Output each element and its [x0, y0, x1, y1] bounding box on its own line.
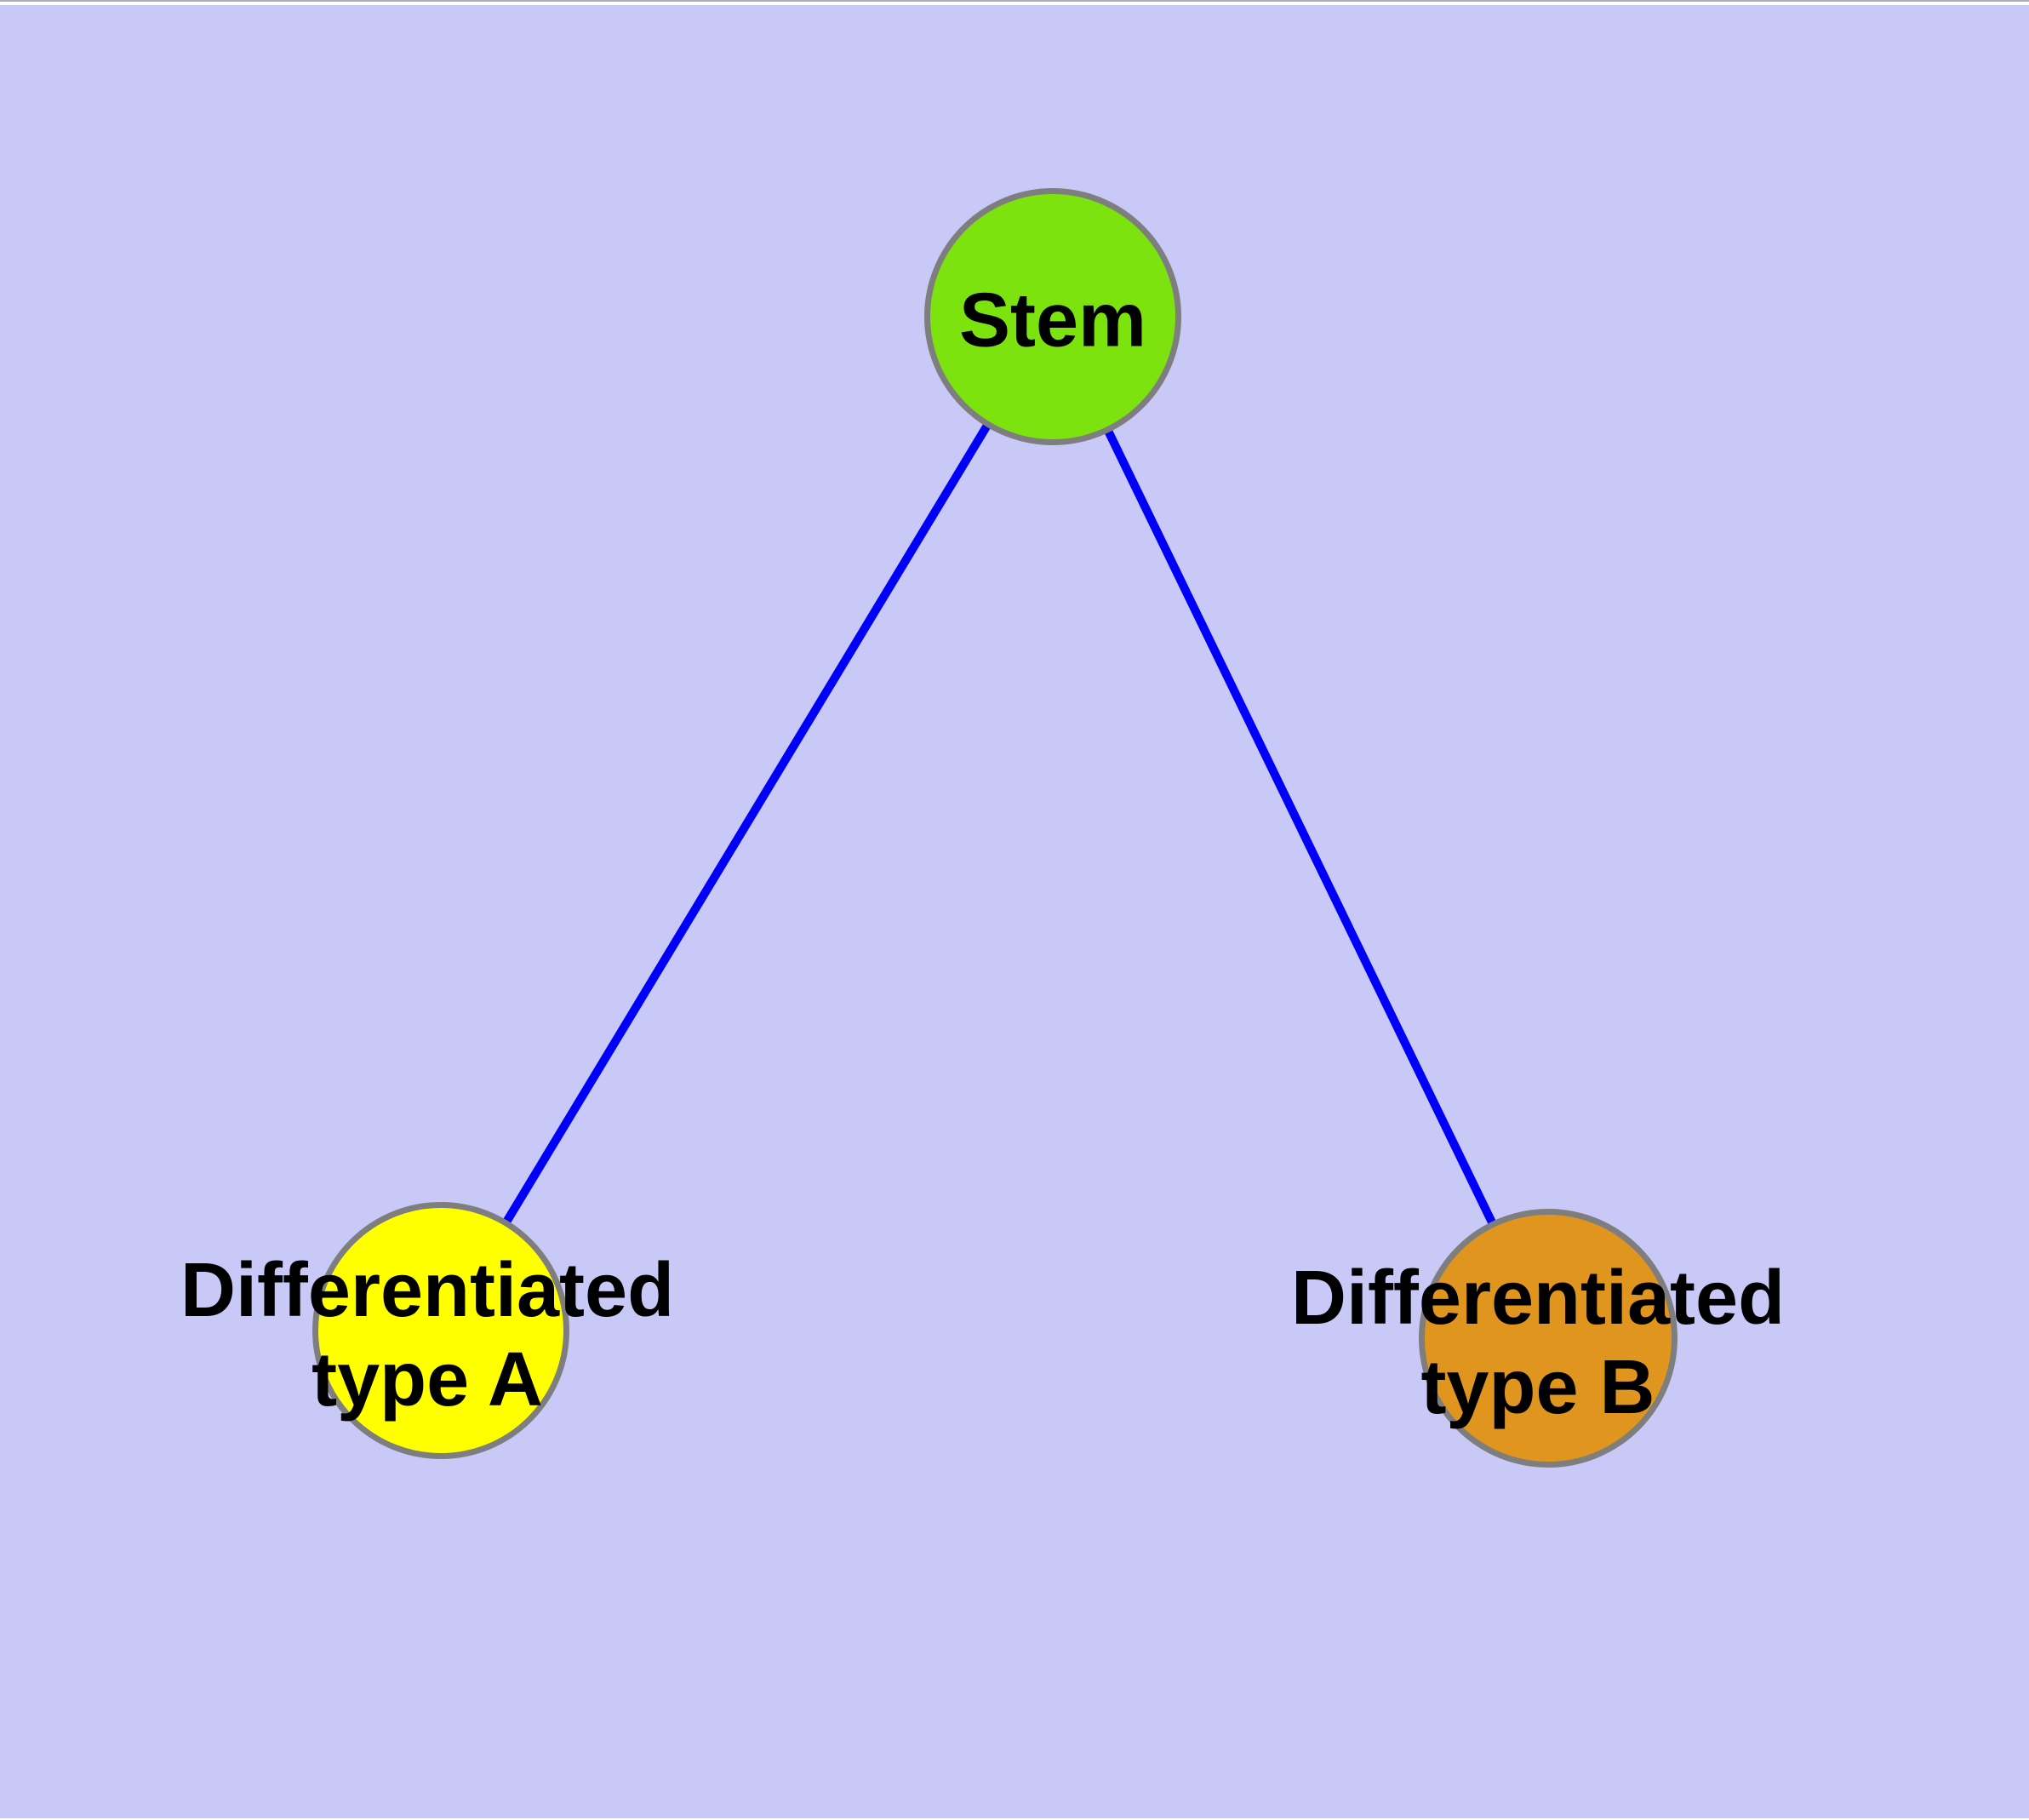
- node-circle-stem: [924, 188, 1181, 445]
- node-label-line: Differentiated: [180, 1248, 675, 1333]
- node-circle-diff-type-b: [1419, 1209, 1677, 1468]
- top-hairline: [0, 0, 2029, 2]
- top-margin: [0, 2, 2029, 5]
- node-circle-diff-type-a: [312, 1202, 569, 1459]
- node-label-line: Differentiated: [1290, 1256, 1786, 1341]
- node-label-stem: Stem: [959, 277, 1146, 366]
- edge-stem-to-diff-type-b: [1049, 314, 1552, 1341]
- node-label-line: Stem: [958, 278, 1147, 363]
- node-label-line: type A: [311, 1337, 543, 1422]
- node-label-line: type B: [1420, 1345, 1655, 1430]
- edge-stem-to-diff-type-a: [437, 314, 1057, 1333]
